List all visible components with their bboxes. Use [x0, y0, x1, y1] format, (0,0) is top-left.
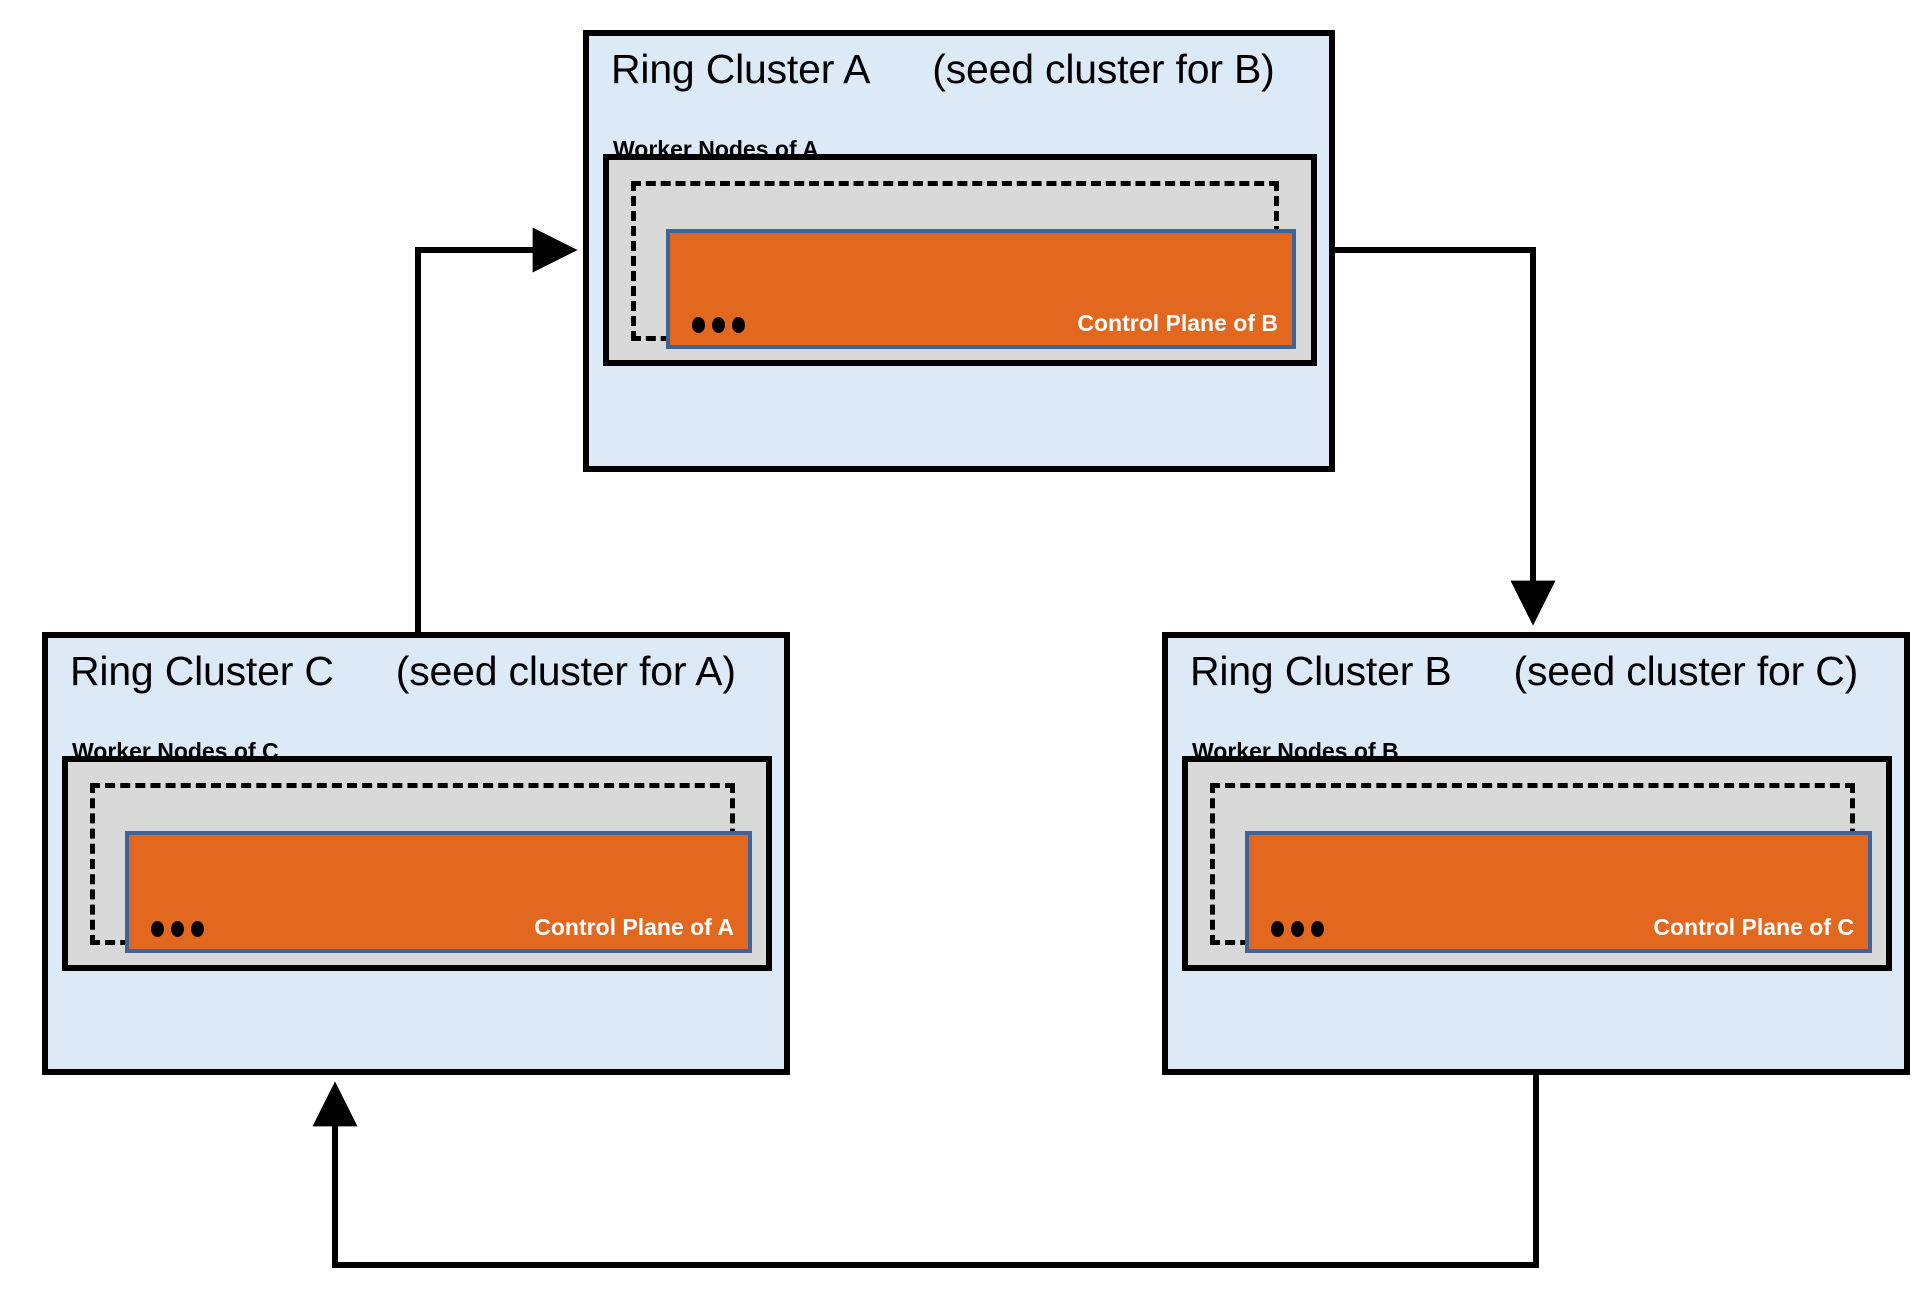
cluster-c-control-plane-label: Control Plane of A: [534, 914, 734, 940]
cluster-c-name: Ring Cluster C: [70, 648, 334, 694]
ring-cluster-c[interactable]: Ring Cluster C(seed cluster for A) Worke…: [42, 632, 790, 1075]
cluster-b-title: Ring Cluster B (seed cluster for C): [1190, 648, 1858, 695]
cluster-b-control-plane[interactable]: Control Plane of C: [1245, 831, 1872, 953]
cluster-a-worker-dashed-boundary: Control Plane of B: [631, 181, 1296, 349]
cluster-b-name: Ring Cluster B: [1190, 648, 1452, 694]
cluster-c-worker-nodes: Control Plane of A: [62, 756, 772, 971]
cluster-a-control-plane[interactable]: Control Plane of B: [666, 229, 1296, 349]
ring-cluster-b[interactable]: Ring Cluster B(seed cluster for C) Worke…: [1162, 632, 1910, 1075]
arrow-b-to-c: [312, 1075, 1539, 1268]
cluster-c-seed-note: (seed cluster for A): [395, 648, 736, 694]
cluster-a-ellipsis-dots: [692, 317, 745, 333]
cluster-b-control-plane-label: Control Plane of C: [1653, 914, 1854, 940]
cluster-c-title: Ring Cluster C (seed cluster for A): [70, 648, 736, 695]
cluster-a-name: Ring Cluster A: [611, 46, 871, 92]
cluster-c-worker-dashed-boundary: Control Plane of A: [90, 783, 752, 953]
ring-cluster-a[interactable]: Ring Cluster A(seed cluster for B) Worke…: [583, 30, 1335, 472]
arrow-c-to-a: [415, 227, 578, 632]
cluster-b-worker-nodes: Control Plane of C: [1182, 756, 1892, 971]
arrow-a-to-b: [1335, 247, 1556, 626]
cluster-c-ellipsis-dots: [151, 921, 204, 937]
cluster-a-seed-note: (seed cluster for B): [932, 46, 1275, 92]
cluster-b-ellipsis-dots: [1271, 921, 1324, 937]
cluster-b-worker-dashed-boundary: Control Plane of C: [1210, 783, 1872, 953]
cluster-a-title: Ring Cluster A (seed cluster for B): [611, 46, 1275, 93]
cluster-c-control-plane[interactable]: Control Plane of A: [125, 831, 752, 953]
cluster-b-seed-note: (seed cluster for C): [1513, 648, 1859, 694]
cluster-a-worker-nodes: Control Plane of B: [603, 154, 1317, 366]
cluster-a-control-plane-label: Control Plane of B: [1077, 310, 1278, 336]
